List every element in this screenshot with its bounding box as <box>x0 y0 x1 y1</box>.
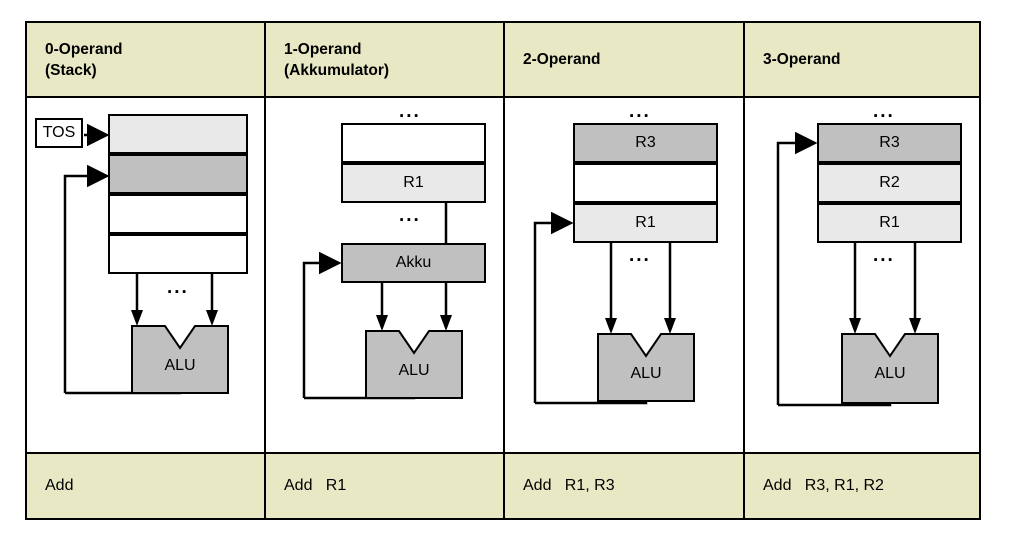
footer-separator-2 <box>503 454 505 518</box>
diagram-1-operand: ... R1 ... Akku ALU <box>266 98 503 454</box>
accumulator-box: Akku <box>341 243 486 283</box>
register-cell-blank <box>341 123 486 163</box>
register-ellipsis-bottom: ... <box>629 245 651 266</box>
instruction-2-operand: Add R1, R3 <box>523 477 615 494</box>
stack-cell-fourth <box>108 234 248 274</box>
operand-comparison-table: 0-Operand (Stack) 1-Operand (Akkumulator… <box>25 21 981 520</box>
header-title-line1: 1-Operand <box>284 41 362 59</box>
register-cell-r2: R2 <box>817 163 962 203</box>
instruction-3-operand: Add R3, R1, R2 <box>763 477 884 494</box>
register-cell-r3: R3 <box>817 123 962 163</box>
footer-separator-1 <box>264 454 266 518</box>
register-cell-r1: R1 <box>817 203 962 243</box>
register-cell-r3: R3 <box>573 123 718 163</box>
stack-cell-third <box>108 194 248 234</box>
register-cell-r1: R1 <box>573 203 718 243</box>
header-separator-2 <box>503 23 505 98</box>
header-title-line2: (Akkumulator) <box>284 61 390 79</box>
stack-cell-top <box>108 114 248 154</box>
instruction-0-operand: Add <box>45 477 74 494</box>
header-separator-1 <box>264 23 266 98</box>
diagram-2-operand: ... R3 R1 ... ALU <box>505 98 743 454</box>
header-title-line1: 3-Operand <box>763 51 841 69</box>
body-separator-3 <box>743 98 745 454</box>
register-ellipsis-top: ... <box>629 101 651 122</box>
body-separator-1 <box>264 98 266 454</box>
body-separator-2 <box>503 98 505 454</box>
tos-pointer-label: TOS <box>35 118 83 148</box>
register-cell-r1: R1 <box>341 163 486 203</box>
stack-ellipsis: ... <box>167 277 189 298</box>
diagram-0-operand: ... TOS ALU <box>27 98 264 454</box>
diagram-3-operand-wires <box>776 131 939 407</box>
header-title-line1: 2-Operand <box>523 51 601 69</box>
footer-separator-3 <box>743 454 745 518</box>
diagram-3-operand: ... R3 R2 R1 ... ALU <box>745 98 979 454</box>
stack-cell-second <box>108 154 248 194</box>
alu-label: ALU <box>164 357 196 374</box>
register-ellipsis-top: ... <box>399 101 421 122</box>
register-ellipsis-top: ... <box>873 101 895 122</box>
header-title-line1: 0-Operand <box>45 41 123 59</box>
table-body-row: ... TOS ALU <box>27 98 979 454</box>
table-footer-row: Add Add R1 Add R1, R3 Add R3, R1, R2 <box>27 454 979 518</box>
header-cell-2-operand: 2-Operand <box>505 23 743 98</box>
header-cell-0-operand: 0-Operand (Stack) <box>27 23 264 98</box>
register-ellipsis-bottom: ... <box>873 245 895 266</box>
alu-label: ALU <box>630 365 662 382</box>
table-header-row: 0-Operand (Stack) 1-Operand (Akkumulator… <box>27 23 979 98</box>
alu-label: ALU <box>874 365 906 382</box>
header-cell-3-operand: 3-Operand <box>745 23 979 98</box>
alu-label: ALU <box>398 362 430 379</box>
header-cell-1-operand: 1-Operand (Akkumulator) <box>266 23 503 98</box>
register-ellipsis-bottom: ... <box>399 205 421 226</box>
instruction-1-operand: Add R1 <box>284 477 347 494</box>
register-cell-blank <box>573 163 718 203</box>
diagram-1-operand-wires <box>302 203 463 400</box>
header-title-line2: (Stack) <box>45 61 97 79</box>
header-separator-3 <box>743 23 745 98</box>
